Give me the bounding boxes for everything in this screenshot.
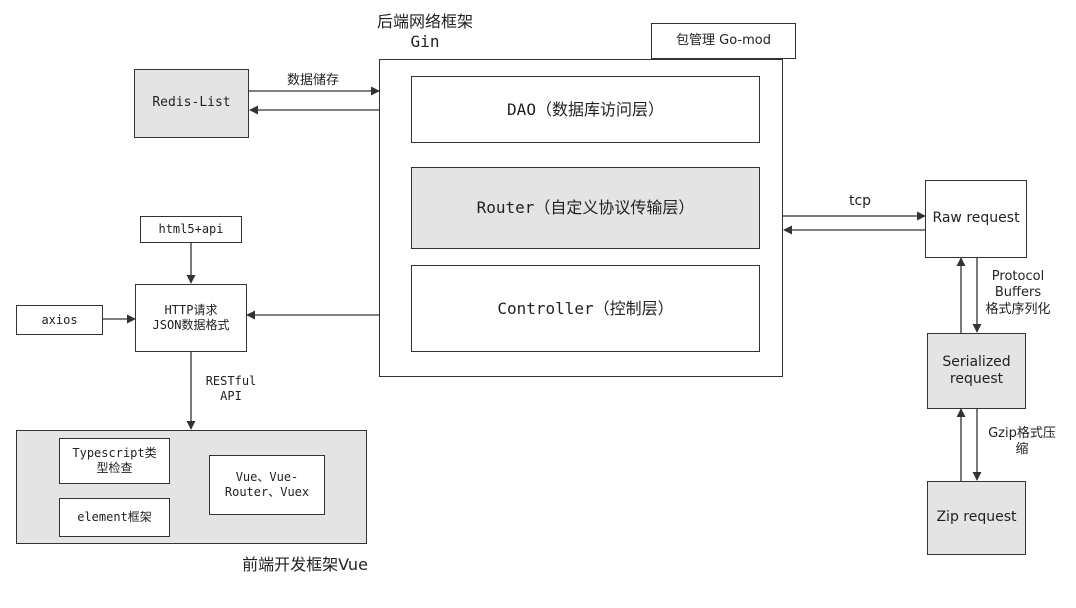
zip-request-label: Zip request [936,509,1017,526]
package-manager-box: 包管理 Go-mod [651,23,796,59]
vue-line1: Vue、Vue- [235,470,299,484]
protobuf-line2: Buffers [994,285,1042,301]
gzip-line1: Gzip格式压 [988,426,1056,441]
protobuf-line1: Protocol [991,269,1045,284]
tcp-label: tcp [848,193,872,209]
typescript-box: Typescript类 型检查 [59,438,170,484]
controller-layer-label: Controller（控制层） [497,298,674,318]
raw-request-label: Raw request [932,210,1020,227]
element-box: element框架 [59,498,170,537]
protobuf-label: Protocol Buffers 格式序列化 [978,269,1058,318]
redis-edge-label: 数据储存 [286,73,339,88]
vue-box: Vue、Vue- Router、Vuex [209,455,325,515]
controller-layer-box: Controller（控制层） [411,265,760,352]
package-manager-label: 包管理 Go-mod [676,32,771,48]
http-request-box: HTTP请求 JSON数据格式 [135,284,247,352]
router-layer-box: Router（自定义协议传输层） [411,167,760,249]
frontend-title: 前端开发框架Vue [242,555,368,574]
axios-label: axios [41,312,78,327]
zip-request-box: Zip request [927,481,1026,555]
vue-line2: Router、Vuex [224,485,310,499]
dao-layer-label: DAO（数据库访问层） [507,99,664,119]
redis-list-label: Redis-List [152,95,231,111]
element-label: element框架 [77,510,152,524]
protobuf-line3: 格式序列化 [985,301,1051,317]
http-request-line1: HTTP请求 [164,303,218,317]
redis-list-box: Redis-List [134,69,249,138]
serialized-line1: Serialized [942,353,1011,370]
restful-line1: RESTful [205,374,257,388]
html5-api-box: html5+api [140,216,242,243]
backend-title-line2: Gin [410,32,440,51]
typescript-line2: 型检查 [96,461,133,475]
backend-title: 后端网络框架 Gin [340,12,510,52]
http-request-line2: JSON数据格式 [152,318,230,332]
restful-line2: API [220,389,242,403]
gzip-line2: 缩 [1015,442,1029,458]
gzip-label: Gzip格式压 缩 [980,426,1064,459]
axios-box: axios [16,305,103,335]
serialized-line2: request [949,371,1004,387]
backend-title-line1: 后端网络框架 [376,12,473,31]
html5-api-label: html5+api [158,222,224,236]
typescript-line1: Typescript类 [72,446,157,460]
raw-request-box: Raw request [925,180,1027,258]
dao-layer-box: DAO（数据库访问层） [411,76,760,143]
router-layer-label: Router（自定义协议传输层） [476,198,695,217]
restful-api-label: RESTful API [196,374,266,404]
serialized-request-box: Serialized request [927,333,1026,409]
